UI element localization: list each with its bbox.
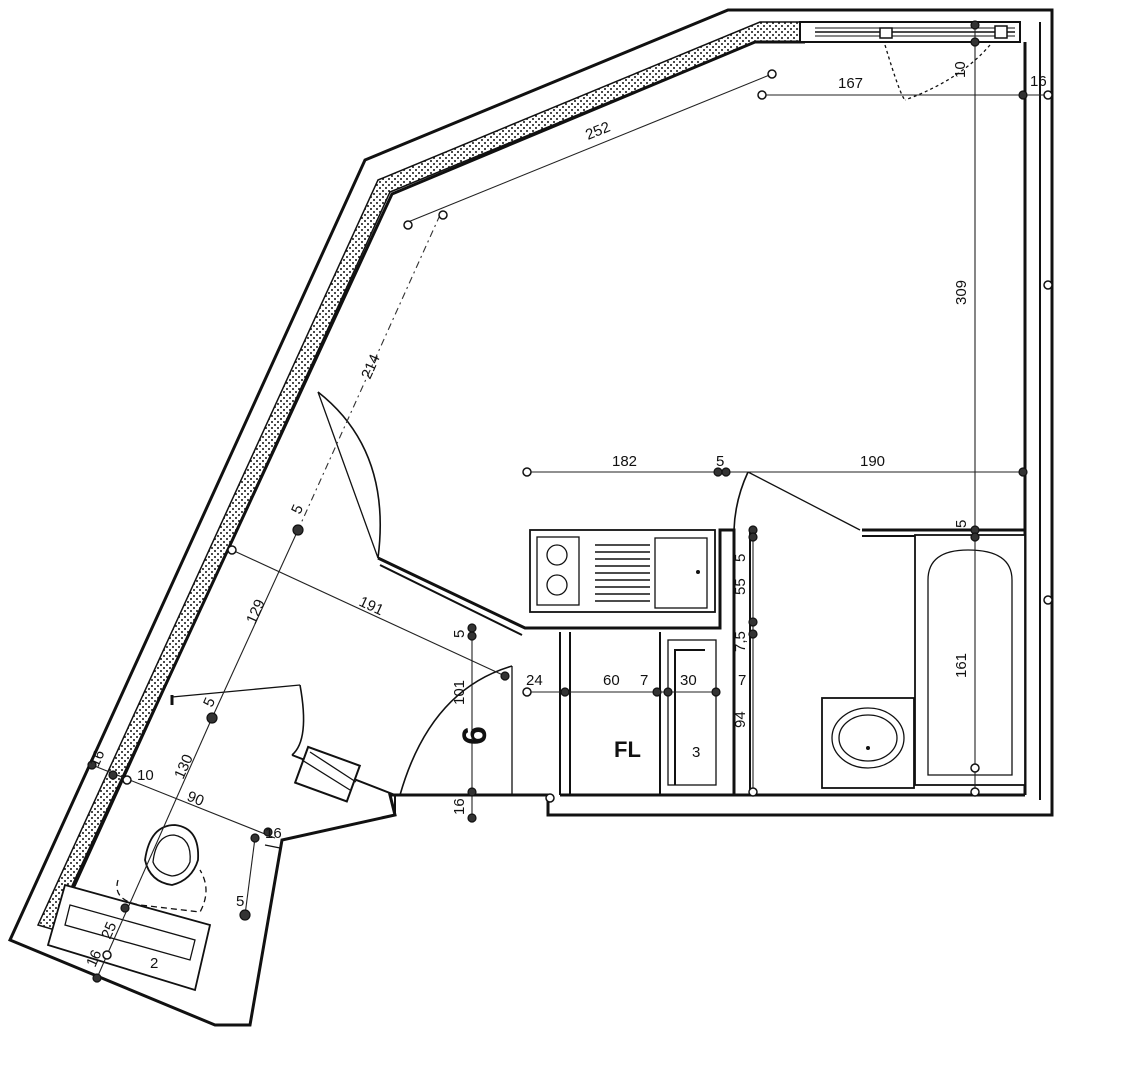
dim-16-d: 16 [451,798,468,815]
closet-unit [667,639,717,786]
dim-7-a: 7 [640,672,648,689]
dim-101: 101 [451,680,468,705]
dim-5-c: 5 [953,520,970,528]
dim-10-top: 10 [952,61,969,78]
dim-191: 191 [356,593,386,619]
dim-214: 214 [358,352,384,382]
dim-7-b: 7 [738,672,746,689]
dim-5-g: 5 [732,554,749,562]
dim-16-a: 16 [86,747,108,769]
cabinet-number-3: 3 [692,744,700,761]
dim-167: 167 [838,75,863,92]
dim-5-e: 5 [236,893,244,910]
dimension-ticks [87,20,1053,983]
outer-walls [7,8,1054,1027]
dim-5-a: 5 [288,502,307,517]
dim-24: 24 [526,672,543,689]
dim-16-top: 16 [1030,73,1047,90]
room-number-6: 6 [456,726,494,745]
bathtub [914,534,1026,786]
dim-25: 25 [98,919,120,941]
bath-number-2: 2 [150,955,158,972]
dim-94: 94 [732,711,749,728]
dim-16-c: 16 [83,947,105,969]
dim-55: 55 [732,578,749,595]
dim-5-f: 5 [451,630,468,638]
dim-309: 309 [953,280,970,305]
dim-60: 60 [603,672,620,689]
dim-16-b: 16 [265,825,282,842]
dimension-labels: 252 167 16 10 309 214 5 190 182 5 5 191 … [83,61,1047,969]
washbasin [821,697,915,789]
dim-5-d: 5 [200,695,219,710]
room-labels: 6 FL 3 2 [150,726,700,972]
kitchen-counter [529,529,716,613]
closet-label-fl: FL [614,737,641,762]
dim-252: 252 [583,119,613,144]
doors [171,391,861,803]
dim-190: 190 [860,453,885,470]
dim-90: 90 [185,788,207,810]
dim-182: 182 [612,453,637,470]
dim-10-b: 10 [137,767,154,784]
dim-130: 130 [171,752,197,782]
dim-7-5: 7,5 [732,631,749,652]
top-window [799,21,1021,101]
dim-5-b: 5 [716,453,724,470]
dim-161: 161 [953,653,970,678]
dimension-lines [91,22,1048,979]
dim-30: 30 [680,672,697,689]
